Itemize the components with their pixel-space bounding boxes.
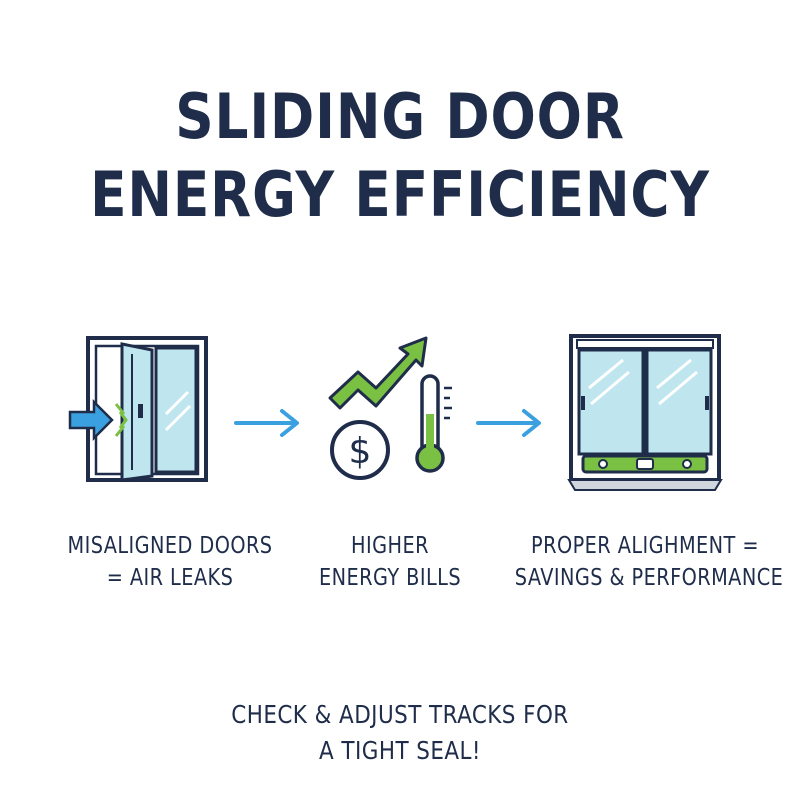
- dollar-sign-icon: $: [349, 431, 372, 472]
- arrow-right-icon: [234, 409, 299, 437]
- step-2-line-1: HIGHER: [351, 533, 429, 559]
- step-1-line-2: = AIR LEAKS: [106, 565, 234, 591]
- step-3-caption: PROPER ALIGHMENT = SAVINGS & PERFORMANCE: [514, 530, 784, 594]
- step-1-caption: MISALIGNED DOORS = AIR LEAKS: [44, 530, 296, 594]
- step-3-line-1: PROPER ALIGHMENT =: [531, 533, 759, 559]
- page-title: SLIDING DOOR ENERGY EFFICIENCY: [56, 78, 744, 234]
- step-3-line-2: SAVINGS & PERFORMANCE: [514, 565, 784, 591]
- step-1-line-1: MISALIGNED DOORS: [67, 533, 273, 559]
- title-line-1: SLIDING DOOR: [175, 80, 625, 153]
- cta-line-1: CHECK & ADJUST TRACKS FOR: [231, 700, 569, 729]
- arrow-right-icon: [476, 409, 541, 437]
- step-2-caption: HIGHER ENERGY BILLS: [264, 530, 516, 594]
- energy-bills-icon: $: [328, 336, 452, 480]
- misaligned-door-icon: [68, 336, 208, 482]
- call-to-action: CHECK & ADJUST TRACKS FOR A TIGHT SEAL!: [56, 697, 744, 769]
- cta-line-2: A TIGHT SEAL!: [319, 736, 481, 765]
- aligned-door-level-icon: [567, 334, 723, 491]
- step-2-line-2: ENERGY BILLS: [318, 565, 462, 591]
- title-line-2: ENERGY EFFICIENCY: [90, 158, 710, 231]
